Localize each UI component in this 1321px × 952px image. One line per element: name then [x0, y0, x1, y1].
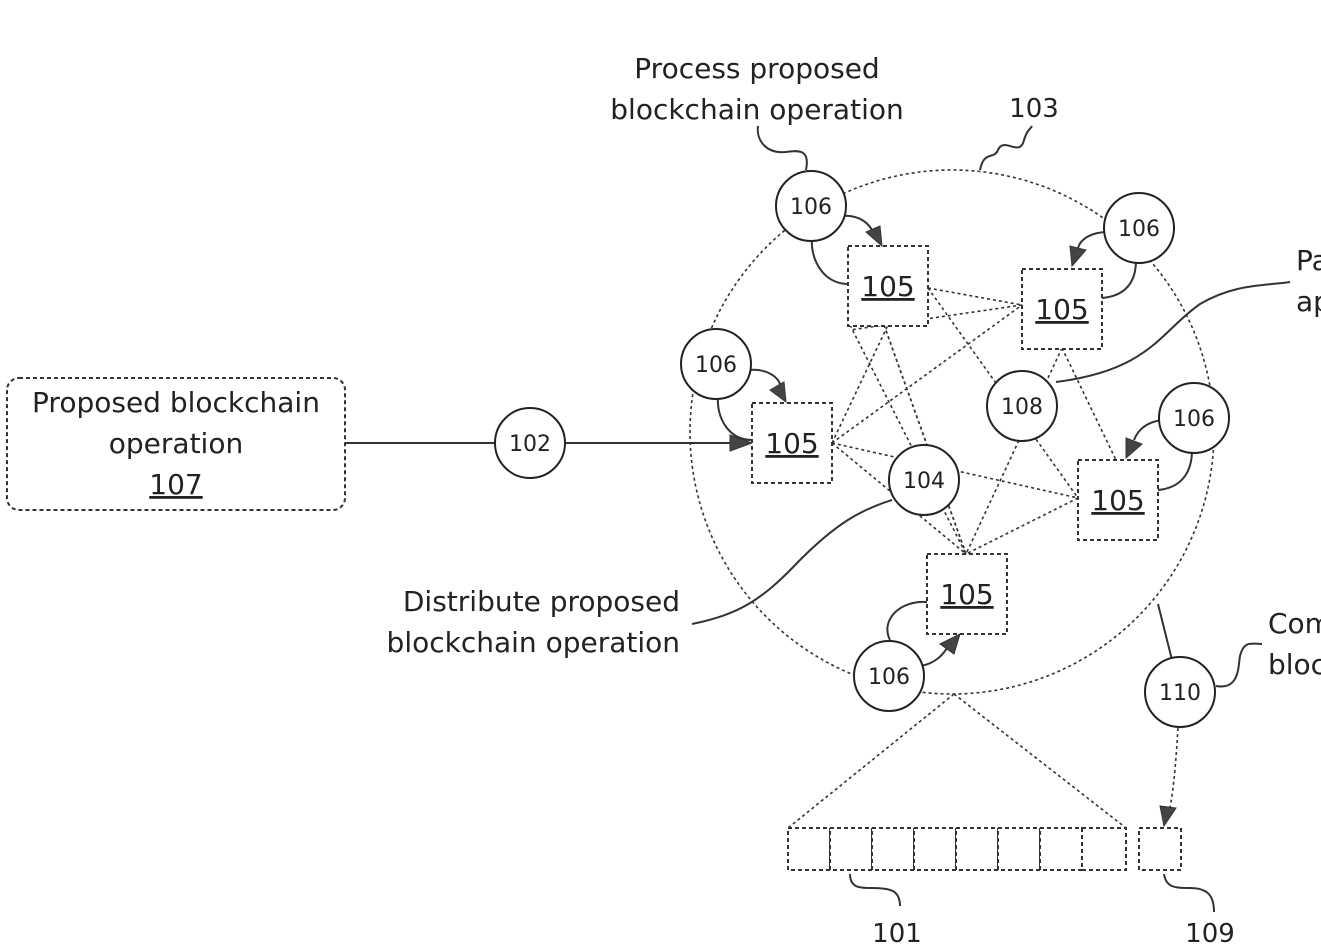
participate-node: 108	[987, 371, 1057, 441]
process-loop-right-arrow	[1134, 420, 1162, 440]
process-loop-top-right-arrow	[1078, 232, 1108, 248]
node-105-bottom: 105	[927, 554, 1007, 634]
arrowhead	[1070, 246, 1086, 266]
commit-label-line2: bloc	[1268, 648, 1321, 681]
process-loop-top-right	[1102, 260, 1136, 298]
svg-text:105: 105	[765, 427, 818, 460]
node-105-top-right: 105	[1022, 269, 1102, 349]
process-loop-bottom-arrow	[920, 646, 948, 666]
svg-text:108: 108	[1001, 395, 1043, 420]
submit-node: 102	[495, 408, 565, 478]
svg-text:106: 106	[1173, 407, 1215, 432]
node-105-right: 105	[1078, 460, 1158, 540]
participate-label-line1: Pa	[1296, 244, 1321, 277]
distribute-label-line1: Distribute proposed	[403, 585, 680, 618]
node-105-top: 105	[848, 246, 928, 326]
process-node-left: 106	[681, 329, 751, 399]
arrowhead	[770, 382, 786, 402]
process-loop-left	[718, 394, 752, 440]
process-loop-right	[1158, 450, 1192, 490]
chain-expand-right	[954, 694, 1126, 828]
commit-label-line1: Com	[1268, 607, 1321, 640]
process-node-top-right: 106	[1104, 193, 1174, 263]
svg-text:106: 106	[790, 195, 832, 220]
svg-text:105: 105	[861, 270, 914, 303]
process-node-right: 106	[1159, 383, 1229, 453]
leader-109	[1164, 874, 1214, 912]
process-loop-left-arrow	[748, 370, 780, 384]
process-loop-bottom	[887, 602, 927, 640]
participate-label-line2: ap	[1296, 285, 1321, 318]
svg-text:110: 110	[1159, 681, 1201, 706]
leader-103	[980, 126, 1032, 170]
leader-101	[850, 874, 900, 906]
svg-text:105: 105	[1035, 293, 1088, 326]
commit-node: 110	[1145, 657, 1215, 727]
proposed-box-line2: operation	[109, 427, 243, 460]
process-label-line2: blockchain operation	[610, 93, 903, 126]
node-105-center: 105	[752, 403, 832, 483]
svg-text:106: 106	[695, 353, 737, 378]
svg-text:105: 105	[940, 578, 993, 611]
commit-arrowhead	[1160, 806, 1176, 826]
svg-text:106: 106	[1118, 217, 1160, 242]
svg-text:106: 106	[868, 665, 910, 690]
leader-commit	[1216, 644, 1262, 687]
arrowhead	[940, 634, 960, 654]
new-block	[1139, 828, 1181, 870]
svg-text:104: 104	[903, 469, 945, 494]
arrowhead	[866, 226, 882, 246]
arrowhead	[1126, 438, 1142, 458]
process-loop-top	[812, 236, 848, 284]
svg-text:102: 102	[509, 432, 551, 457]
proposed-box-ref: 107	[149, 468, 202, 501]
blockchain-chain	[788, 828, 1126, 870]
commit-line-bottom	[1170, 728, 1178, 808]
process-node-bottom: 106	[854, 641, 924, 711]
network-ref: 103	[1009, 94, 1059, 124]
distribute-node: 104	[889, 445, 959, 515]
process-node-top: 106	[776, 171, 846, 241]
leader-distribute	[692, 500, 892, 624]
distribute-label-line2: blockchain operation	[387, 626, 680, 659]
leader-process	[758, 126, 807, 170]
chain-ref: 101	[872, 919, 922, 949]
proposed-box-line1: Proposed blockchain	[32, 386, 320, 419]
svg-text:105: 105	[1091, 484, 1144, 517]
chain-expand-left	[788, 694, 954, 828]
commit-line-top	[1158, 604, 1172, 660]
process-label-line1: Process proposed	[634, 52, 879, 85]
new-block-ref: 109	[1185, 919, 1235, 949]
